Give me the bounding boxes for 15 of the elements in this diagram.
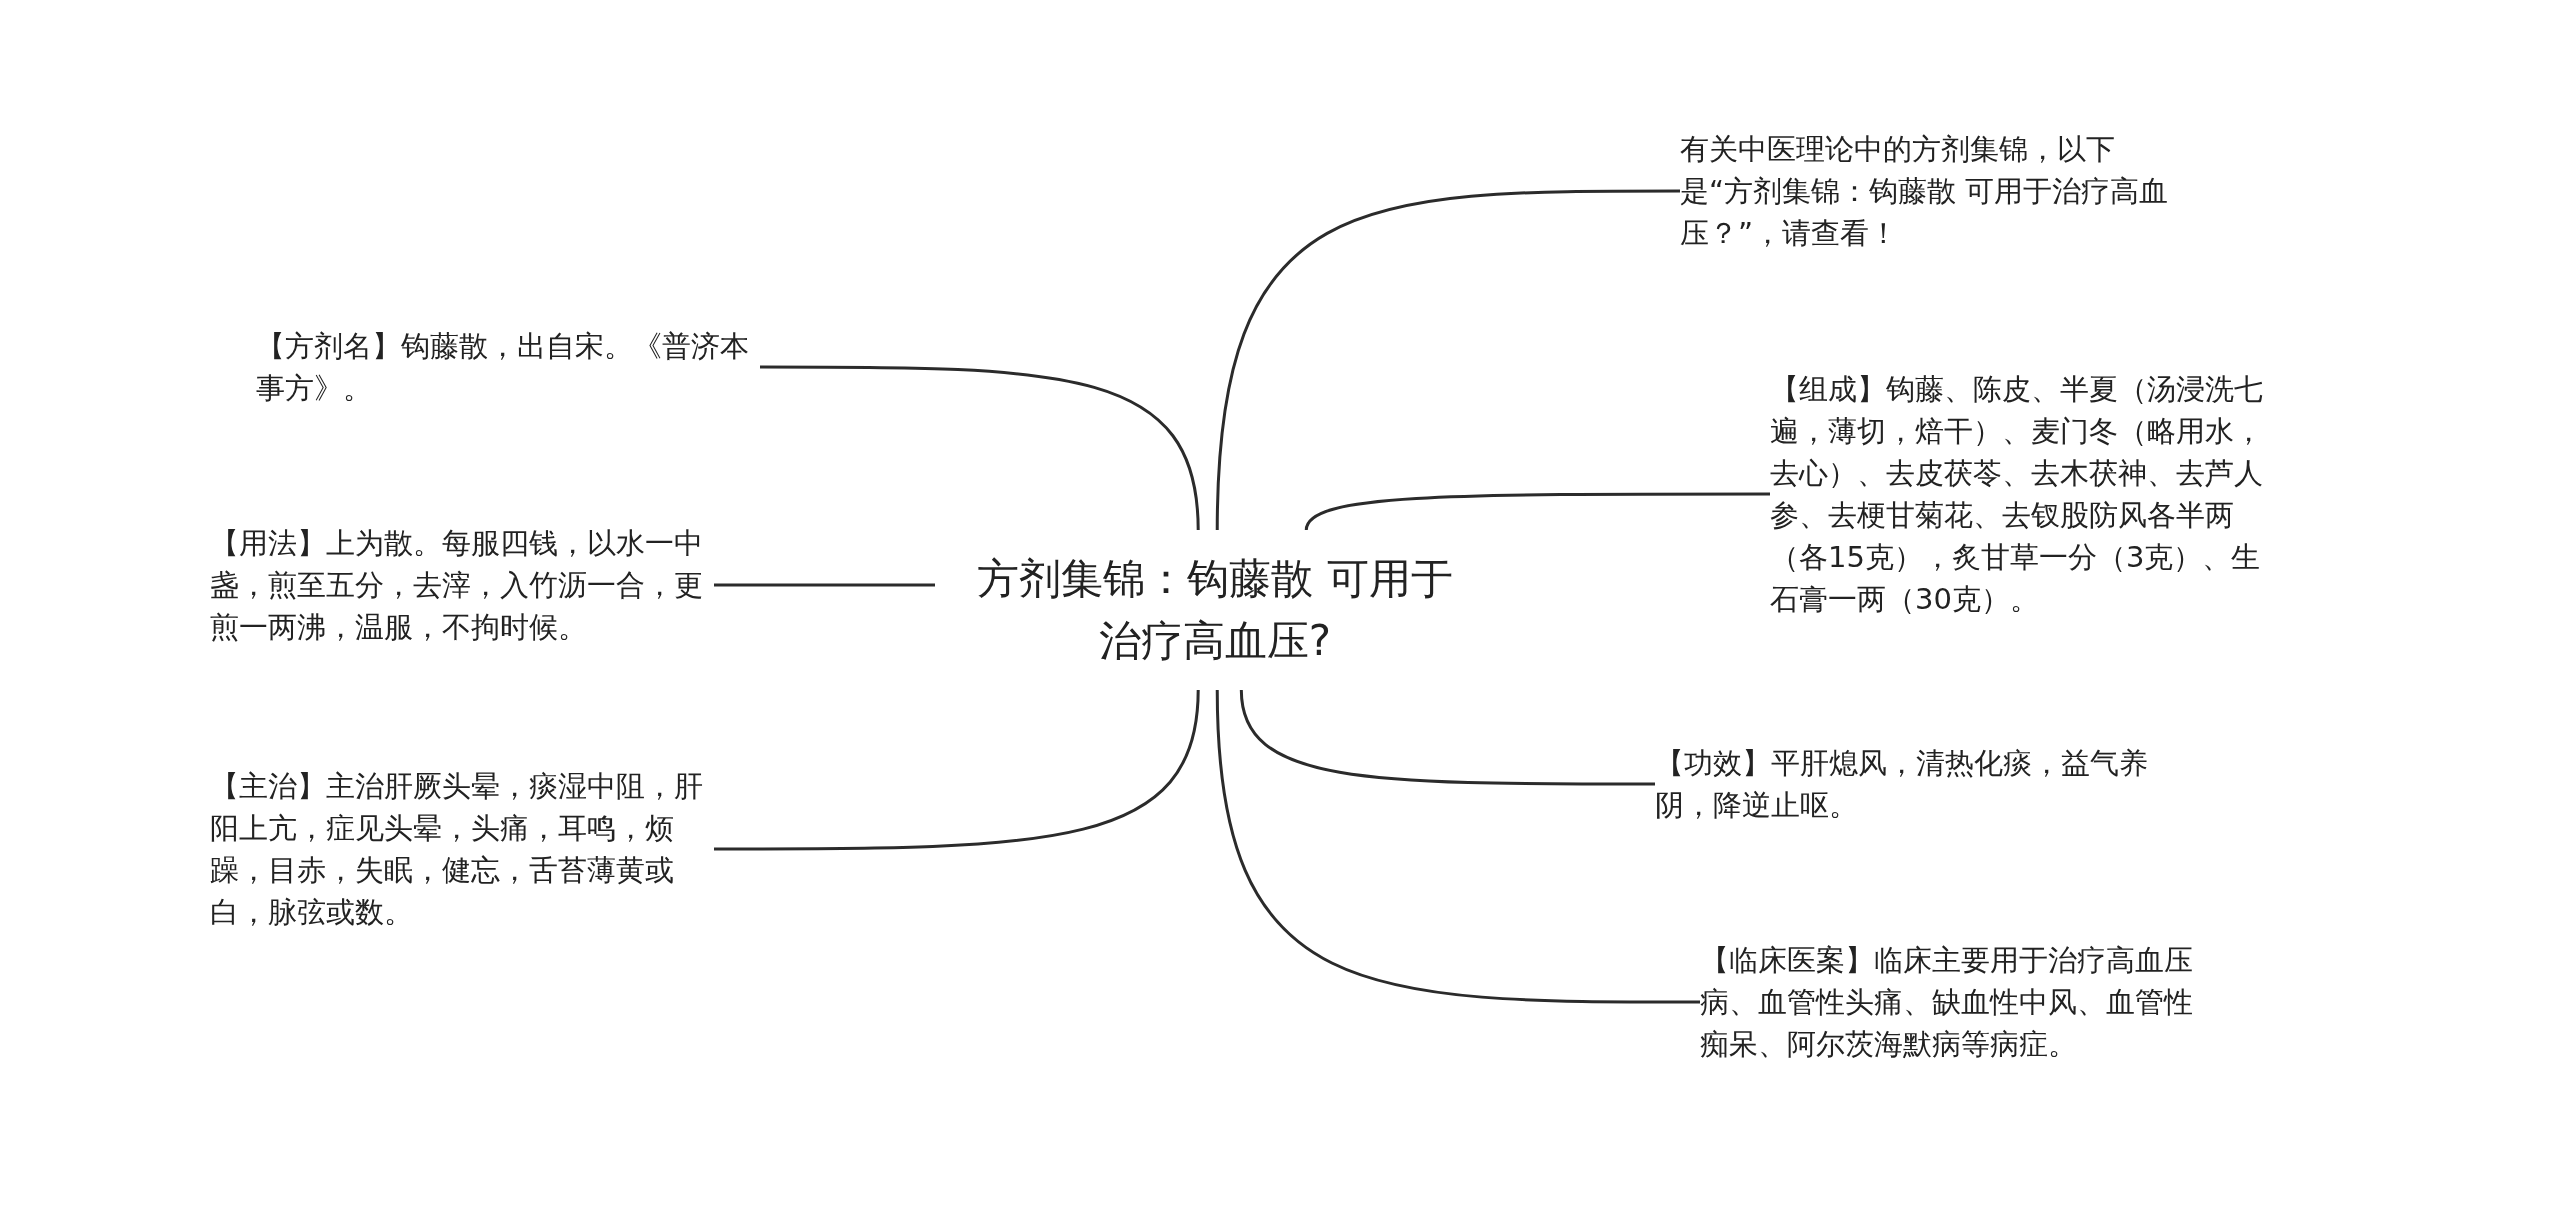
branch-line — [714, 689, 1200, 851]
branch-line — [760, 365, 1200, 531]
branch-text: 【组成】钩藤、陈皮、半夏（汤浸洗七遍，薄切，焙干）、麦门冬（略用水，去心）、去皮茯苓、去木茯神、去芦人参、去梗甘菊花、去钗股防风各半两（各15克），炙甘草一分（3克）、生石膏一两（30克）。 — [1770, 340, 2274, 648]
branch-text: 【用法】上为散。每服四钱，以水一中盏，煎至五分，去滓，入竹沥一合，更煎一两沸，温服，不拘时候。 — [210, 500, 714, 670]
branch-line — [714, 583, 935, 587]
central-topic: 方剂集锦：钩藤散 可用于治疗高血压? — [935, 530, 1495, 690]
branch-text: 【功效】平肝熄风，清热化痰，益气养阴，降逆止呕。 — [1655, 740, 2159, 828]
branch-line — [1215, 189, 1680, 531]
branch-text: 【方剂名】钩藤散，出自宋。《普济本事方》。 — [256, 324, 760, 410]
branch-text: 【主治】主治肝厥头晕，痰湿中阻，肝阳上亢，症见头晕，头痛，耳鸣，烦躁，目赤，失眠，健忘，舌苔薄黄或白，脉弦或数。 — [210, 756, 714, 942]
branch-line — [1304, 492, 1770, 531]
branch-line — [1239, 689, 1655, 786]
branch-line — [1215, 689, 1700, 1004]
branch-text: 有关中医理论中的方剂集锦，以下是“方剂集锦：钩藤散 可用于治疗高血压？”，请查看！ — [1680, 128, 2184, 254]
branch-text: 【临床医案】临床主要用于治疗高血压病、血管性头痛、缺血性中风、血管性痴呆、阿尔茨海默病等病症。 — [1700, 914, 2204, 1090]
